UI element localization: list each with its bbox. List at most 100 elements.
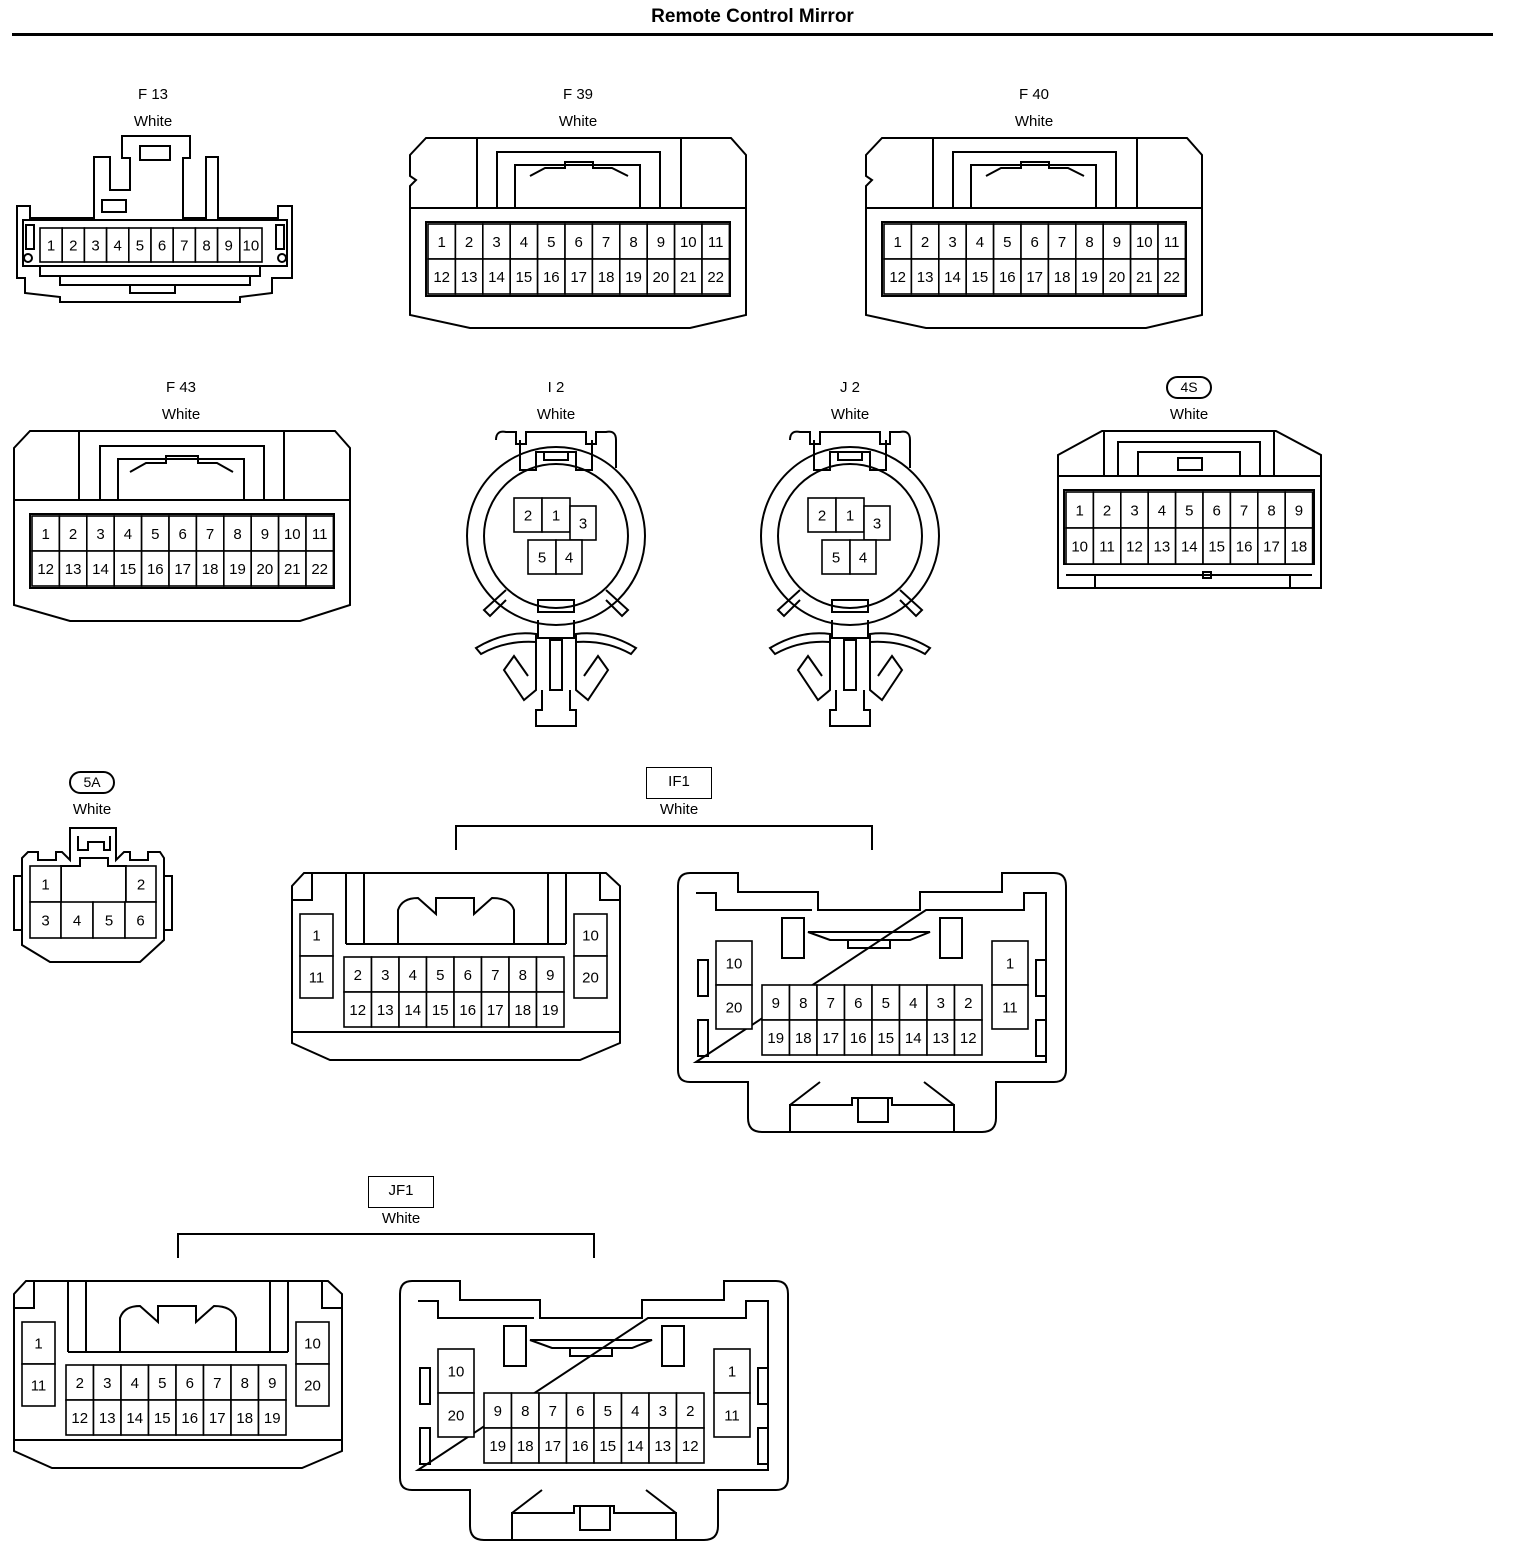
pin-number: 11: [312, 526, 328, 543]
pin-cell: [454, 258, 484, 295]
pin-cell: [305, 550, 335, 587]
pin-number: 6: [186, 1375, 194, 1392]
pin-number: 4: [520, 234, 528, 251]
pin-number: 14: [92, 561, 109, 578]
pin-cell: [508, 991, 538, 1028]
pin-number: 12: [960, 1030, 977, 1047]
pin-number: 3: [873, 515, 881, 532]
pin-number: 14: [1181, 538, 1198, 555]
pin-number: 15: [154, 1410, 171, 1427]
pin-cell: [573, 955, 608, 999]
pin-cell: [343, 956, 373, 993]
pin-number: 17: [1263, 538, 1280, 555]
pin-number: 3: [492, 234, 500, 251]
pin-number: 9: [494, 1403, 502, 1420]
pin-number: 8: [202, 237, 210, 254]
pin-cell: [937, 258, 967, 295]
pin-number: 7: [549, 1403, 557, 1420]
pin-cell: [1047, 258, 1077, 295]
pin-cell: [483, 1427, 513, 1464]
pin-cell: [527, 539, 557, 575]
pin-cell: [437, 1348, 475, 1394]
pin-number: 15: [972, 269, 989, 286]
pin-cell: [883, 258, 913, 295]
pin-number: 15: [120, 561, 137, 578]
pin-cell: [910, 223, 940, 260]
pin-number: 4: [976, 234, 984, 251]
pin-number: 1: [552, 507, 560, 524]
f40-code: F 40: [1018, 86, 1049, 103]
pin-cell: [591, 223, 621, 260]
pin-cell: [926, 1019, 956, 1056]
pin-cell: [230, 1364, 260, 1401]
if1-bracket: [455, 825, 873, 850]
jf1-code: JF1: [368, 1176, 434, 1208]
pin-number: 2: [686, 1403, 694, 1420]
pin-number: 16: [181, 1410, 198, 1427]
pin-number: 17: [209, 1410, 226, 1427]
pin-number: 16: [459, 1002, 476, 1019]
pin-number: 5: [882, 995, 890, 1012]
pin-cell: [713, 1348, 751, 1394]
f13-color: White: [133, 113, 173, 130]
pin-number: 6: [854, 995, 862, 1012]
pin-cell: [816, 1019, 846, 1056]
pin-cell: [147, 1399, 177, 1436]
pin-number: 1: [41, 876, 49, 893]
pin-number: 2: [964, 995, 972, 1012]
pin-cell: [555, 539, 583, 575]
pin-number: 9: [268, 1375, 276, 1392]
pin-number: 9: [1113, 234, 1121, 251]
pin-cell: [1020, 223, 1050, 260]
pin-cell: [239, 227, 263, 263]
pin-number: 12: [349, 1002, 366, 1019]
pin-cell: [536, 223, 566, 260]
pin-cell: [871, 1019, 901, 1056]
pin-number: 4: [131, 1375, 139, 1392]
pin-number: 4: [73, 912, 81, 929]
pin-cell: [1129, 258, 1159, 295]
pin-number: 21: [284, 561, 301, 578]
pin-number: 1: [34, 1335, 42, 1352]
pin-cell: [425, 991, 455, 1028]
pin-number: 19: [489, 1438, 506, 1455]
pin-number: 21: [1136, 269, 1153, 286]
pin-number: 8: [1085, 234, 1093, 251]
pin-number: 6: [575, 234, 583, 251]
pin-number: 5: [1003, 234, 1011, 251]
pin-number: 7: [213, 1375, 221, 1392]
pin-cell: [481, 258, 511, 295]
pin-number: 11: [1099, 538, 1115, 555]
pin-number: 2: [69, 237, 77, 254]
f40-color: White: [1014, 113, 1054, 130]
pin-cell: [21, 1363, 56, 1407]
pin-number: 5: [1185, 502, 1193, 519]
pin-cell: [618, 258, 648, 295]
pin-number: 16: [850, 1030, 867, 1047]
pin-cell: [1174, 527, 1204, 565]
pin-cell: [761, 984, 791, 1021]
pin-cell: [92, 901, 126, 939]
page-title: Remote Control Mirror: [651, 6, 854, 27]
pin-number: 10: [243, 237, 260, 254]
pin-number: 8: [799, 995, 807, 1012]
pin-number: 20: [257, 561, 274, 578]
pin-number: 10: [582, 927, 599, 944]
pin-number: 3: [948, 234, 956, 251]
pin-number: 20: [448, 1407, 465, 1424]
pin-cell: [398, 956, 428, 993]
pin-cell: [673, 258, 703, 295]
pin-cell: [991, 984, 1029, 1030]
connector-f13: [16, 135, 293, 303]
f39-code: F 39: [562, 86, 593, 103]
pin-number: 2: [921, 234, 929, 251]
pin-number: 2: [465, 234, 473, 251]
pin-cell: [593, 1427, 623, 1464]
pin-number: 8: [241, 1375, 249, 1392]
pin-number: 7: [206, 526, 214, 543]
pin-number: 9: [1295, 502, 1303, 519]
pin-number: 4: [631, 1403, 639, 1420]
f43-code: F 43: [165, 379, 196, 396]
pin-number: 19: [1081, 269, 1098, 286]
